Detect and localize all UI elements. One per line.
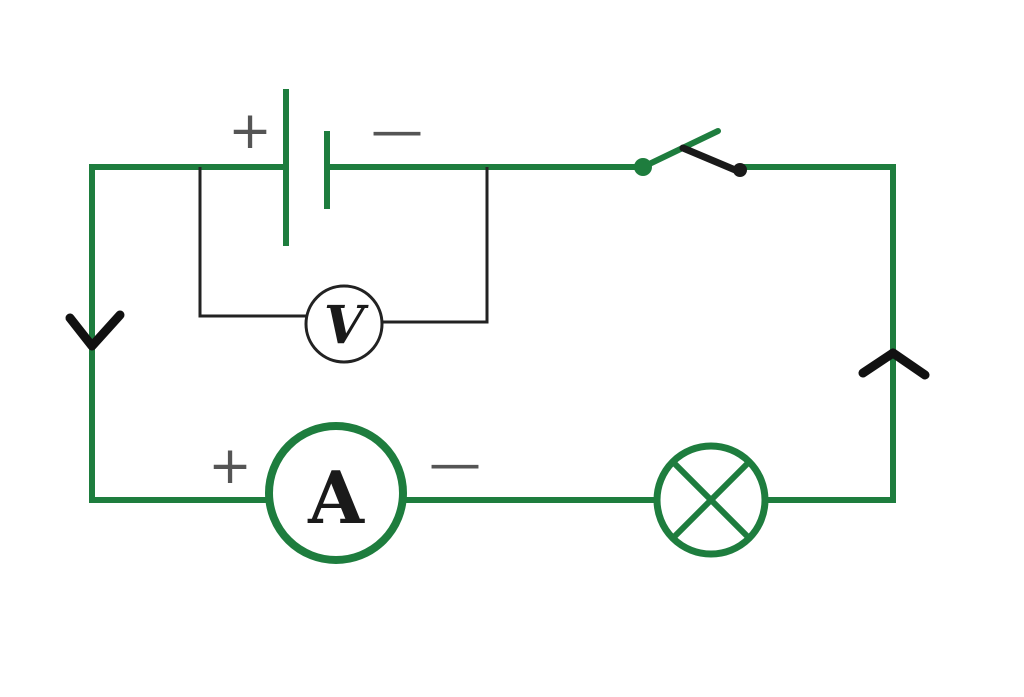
lamp — [653, 442, 769, 558]
battery: + — — [228, 89, 423, 246]
switch-contact-mark — [679, 144, 744, 176]
battery-negative-sign: — — [371, 101, 423, 161]
voltmeter-branch: V — [198, 167, 489, 364]
current-arrow-up-icon — [858, 348, 930, 380]
ammeter-circle — [265, 422, 407, 564]
current-arrows — [65, 310, 930, 380]
ammeter: A + — — [208, 422, 481, 564]
current-arrow-down-icon — [65, 310, 125, 351]
switch — [634, 128, 747, 177]
ammeter-label: A — [307, 455, 365, 540]
voltmeter-label: V — [324, 295, 369, 356]
ammeter-negative-sign: — — [429, 434, 481, 494]
ammeter-positive-sign: + — [208, 436, 252, 496]
switch-right-terminal — [733, 163, 747, 177]
voltmeter-wire-right — [382, 167, 489, 324]
open-switch-icon — [634, 128, 747, 177]
voltmeter-circle — [304, 284, 384, 364]
lamp-crossed-circle-icon — [653, 442, 769, 558]
voltmeter-wire-left — [198, 167, 306, 318]
battery-positive-sign: + — [228, 101, 272, 161]
main-circuit-wires — [89, 164, 896, 503]
lamp-cross-line-2 — [670, 459, 752, 541]
